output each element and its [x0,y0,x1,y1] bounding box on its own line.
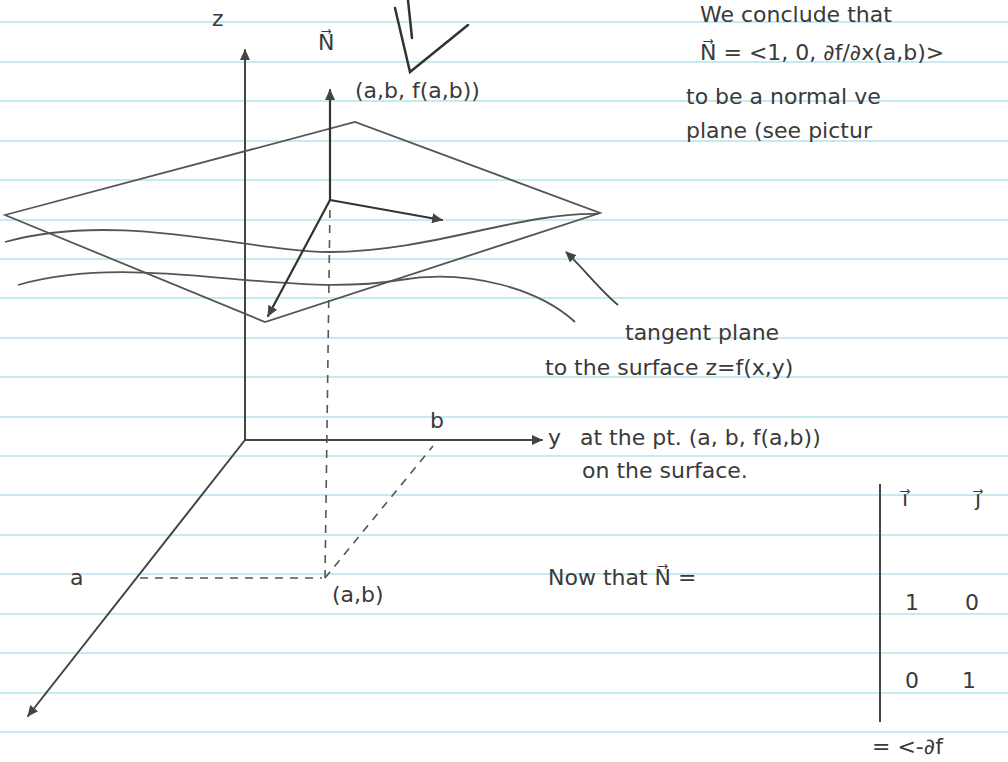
callout-text: on the surface. [582,458,748,484]
note-text: We conclude that [700,2,892,28]
determinant-bars [879,484,881,722]
axis-label: a [70,565,83,591]
point-label: (a,b, f(a,b)) [355,78,480,104]
check-mark [395,0,468,72]
matrix-cell: 0 [905,668,919,694]
axes [28,50,542,716]
axis-label: z [212,6,224,32]
axis-label: b [430,408,444,434]
axis-label: y [548,425,561,451]
leader-arrow [566,252,618,305]
vector-label: N⃗ [318,30,334,56]
dashed-guides [140,205,433,578]
ruled-lines [0,22,1008,732]
equation-text: N⃗ = <1, 0, ∂f/∂x(a,b)> [700,40,944,66]
matrix-cell: 1 [962,668,976,694]
surface-and-plane [5,122,600,322]
callout-text: at the pt. (a, b, f(a,b)) [580,425,821,451]
note-text: to be a normal ve [686,84,881,110]
callout-text: tangent plane [625,320,779,346]
callout-text: to the surface z=f(x,y) [545,355,793,381]
equation-text: = <-∂f [872,734,943,760]
note-text: Now that N⃗ = [548,565,696,591]
matrix-cell: j⃗ [975,486,981,512]
note-text: plane (see pictur [686,118,872,144]
vectors [268,90,442,316]
matrix-cell: i⃗ [902,486,908,512]
point-label: (a,b) [332,582,384,608]
matrix-cell: 1 [905,590,919,616]
matrix-cell: 0 [965,590,979,616]
